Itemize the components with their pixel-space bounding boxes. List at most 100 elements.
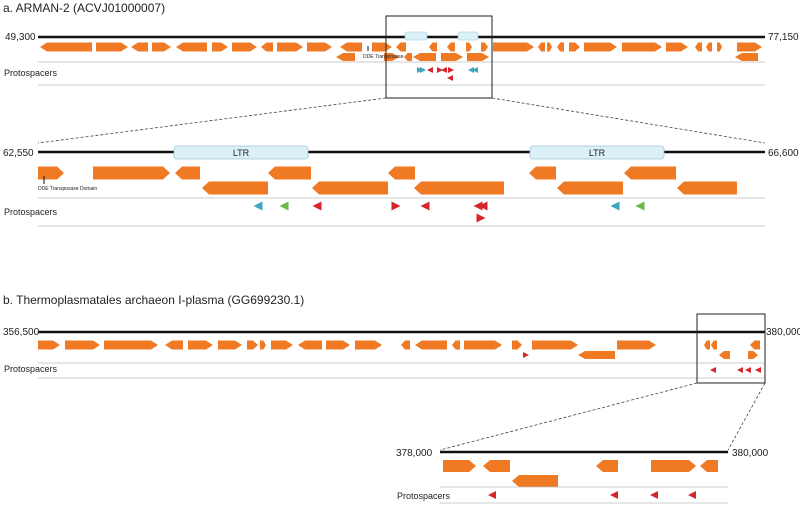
gene-arrow-b-bottom-2 — [748, 351, 758, 359]
protospacer-a-8 — [447, 75, 453, 81]
gene-arrow-a-top-2 — [131, 42, 148, 52]
gene-arrow-b-top-0 — [38, 340, 60, 350]
gene-arrow-b-top-11 — [355, 340, 382, 350]
protospacer-a-2 — [427, 67, 433, 73]
gene-arrow-az-top-5 — [529, 166, 556, 180]
protospacer-a-3 — [437, 67, 443, 73]
protospacer-bz-0 — [488, 491, 496, 499]
gene-arrow-az-top-4 — [388, 166, 415, 180]
panel-a-title: a. ARMAN-2 (ACVJ01000007) — [3, 1, 165, 15]
protospacer-a-7 — [472, 67, 478, 73]
gene-arrow-a-top-1 — [96, 42, 128, 52]
panel-b-zoom-end-coord: 380,000 — [732, 448, 769, 459]
gene-arrow-a-top-19 — [547, 42, 552, 52]
protospacer-az-6 — [478, 201, 488, 211]
gene-arrow-a-top-28 — [737, 42, 762, 52]
gene-arrow-a-bottom-2 — [404, 53, 412, 61]
ltr-label-left: LTR — [233, 148, 250, 158]
protospacer-az-4 — [420, 201, 430, 211]
gene-arrow-b-top-16 — [512, 340, 522, 350]
gene-arrow-az-bottom-1 — [312, 181, 388, 195]
gene-arrow-a-top-18 — [538, 42, 545, 52]
protospacer-az-5 — [473, 201, 483, 211]
gene-arrow-a-top-16 — [481, 42, 488, 52]
gene-arrow-b-top-4 — [188, 340, 213, 350]
gene-arrow-a-top-26 — [706, 42, 712, 52]
protospacer-bz-1 — [610, 491, 618, 499]
gene-arrow-a-bottom-6 — [735, 53, 758, 61]
gene-arrow-b-top-9 — [298, 340, 322, 350]
gene-arrow-az-top-2 — [175, 166, 200, 180]
protospacer-b-2 — [745, 367, 751, 373]
gene-arrow-b-bottom-1 — [719, 351, 730, 359]
gene-arrow-a-top-12 — [396, 42, 406, 52]
gene-arrow-a-bottom-4 — [441, 53, 463, 61]
protospacer-b-1 — [737, 367, 743, 373]
gene-arrow-az-top-0 — [38, 166, 64, 180]
gene-arrow-b-top-12 — [401, 340, 410, 350]
gene-arrow-bz-top-4 — [700, 460, 718, 472]
gene-arrow-b-top-3 — [165, 340, 183, 350]
gene-arrow-a-top-23 — [622, 42, 662, 52]
gene-arrow-az-bottom-0 — [202, 181, 268, 195]
protospacer-bz-2 — [650, 491, 658, 499]
gene-arrow-a-top-13 — [429, 42, 437, 52]
gene-arrow-b-bottom-0 — [578, 351, 615, 359]
panel-a-end-coord: 77,150 — [768, 32, 799, 43]
gene-arrow-a-top-3 — [152, 42, 171, 52]
protospacer-b-extra — [523, 352, 529, 358]
panel-a-zoom-track-label: Protospacers — [4, 207, 58, 217]
gene-arrow-bz-bottom-0 — [512, 475, 558, 487]
gene-arrow-b-top-10 — [326, 340, 350, 350]
gene-arrow-a-bottom-3 — [413, 53, 436, 61]
panel-a-zoom-end-coord: 66,600 — [768, 148, 799, 159]
gene-arrow-a-top-24 — [666, 42, 688, 52]
gene-arrow-a-top-25 — [695, 42, 702, 52]
gene-arrow-a-top-27 — [717, 42, 722, 52]
gene-arrow-b-top-7 — [260, 340, 266, 350]
gene-arrow-a-bottom-0 — [336, 53, 355, 61]
gene-arrow-a-top-8 — [277, 42, 303, 52]
panel-a-zoom-start-coord: 62,550 — [3, 148, 34, 159]
gene-arrow-b-top-14 — [452, 340, 460, 350]
protospacer-az-8 — [610, 201, 620, 211]
gene-arrows-layer — [38, 42, 762, 487]
protospacer-b-3 — [755, 367, 761, 373]
panel-a-track-label: Protospacers — [4, 68, 58, 78]
gene-arrow-b-top-20 — [711, 340, 717, 350]
gene-arrow-b-top-5 — [218, 340, 242, 350]
protospacer-az-9 — [635, 201, 645, 211]
gene-arrow-b-top-2 — [104, 340, 158, 350]
gene-arrow-az-top-3 — [268, 166, 311, 180]
gene-arrow-bz-top-3 — [651, 460, 696, 472]
panel-a-gene-label: DDE Transposase — [363, 54, 404, 60]
gene-arrow-a-top-20 — [557, 42, 564, 52]
ltr-box-left — [173, 145, 309, 160]
gene-arrow-a-top-0 — [40, 42, 92, 52]
panel-b-end-coord: 380,000 — [766, 327, 800, 338]
gene-arrow-az-top-1 — [93, 166, 170, 180]
ltr-box-small-right — [457, 31, 479, 41]
gene-arrow-a-top-22 — [584, 42, 617, 52]
panel-b-track-label: Protospacers — [4, 364, 58, 374]
panel-b-zoom-connector-right — [727, 382, 766, 451]
gene-arrow-b-top-15 — [464, 340, 502, 350]
protospacer-a-4 — [441, 67, 447, 73]
protospacer-layer — [253, 67, 761, 499]
protospacer-a-5 — [448, 67, 454, 73]
gene-arrow-b-top-18 — [617, 340, 656, 350]
gene-arrow-az-bottom-2 — [414, 181, 504, 195]
gene-arrow-b-top-21 — [750, 340, 760, 350]
panel-b-title: b. Thermoplasmatales archaeon I-plasma (… — [3, 293, 304, 307]
protospacer-az-2 — [312, 201, 322, 211]
gene-arrow-a-top-9 — [307, 42, 332, 52]
gene-arrow-b-top-1 — [65, 340, 100, 350]
panel-b-zoom-start-coord: 378,000 — [396, 448, 433, 459]
gene-arrow-a-top-14 — [447, 42, 455, 52]
panel-a-zoom-box — [385, 15, 493, 99]
ltr-box-small-left — [404, 31, 428, 41]
ltr-box-right — [529, 145, 665, 160]
gene-arrow-bz-top-1 — [483, 460, 510, 472]
gene-arrow-bz-top-2 — [596, 460, 618, 472]
